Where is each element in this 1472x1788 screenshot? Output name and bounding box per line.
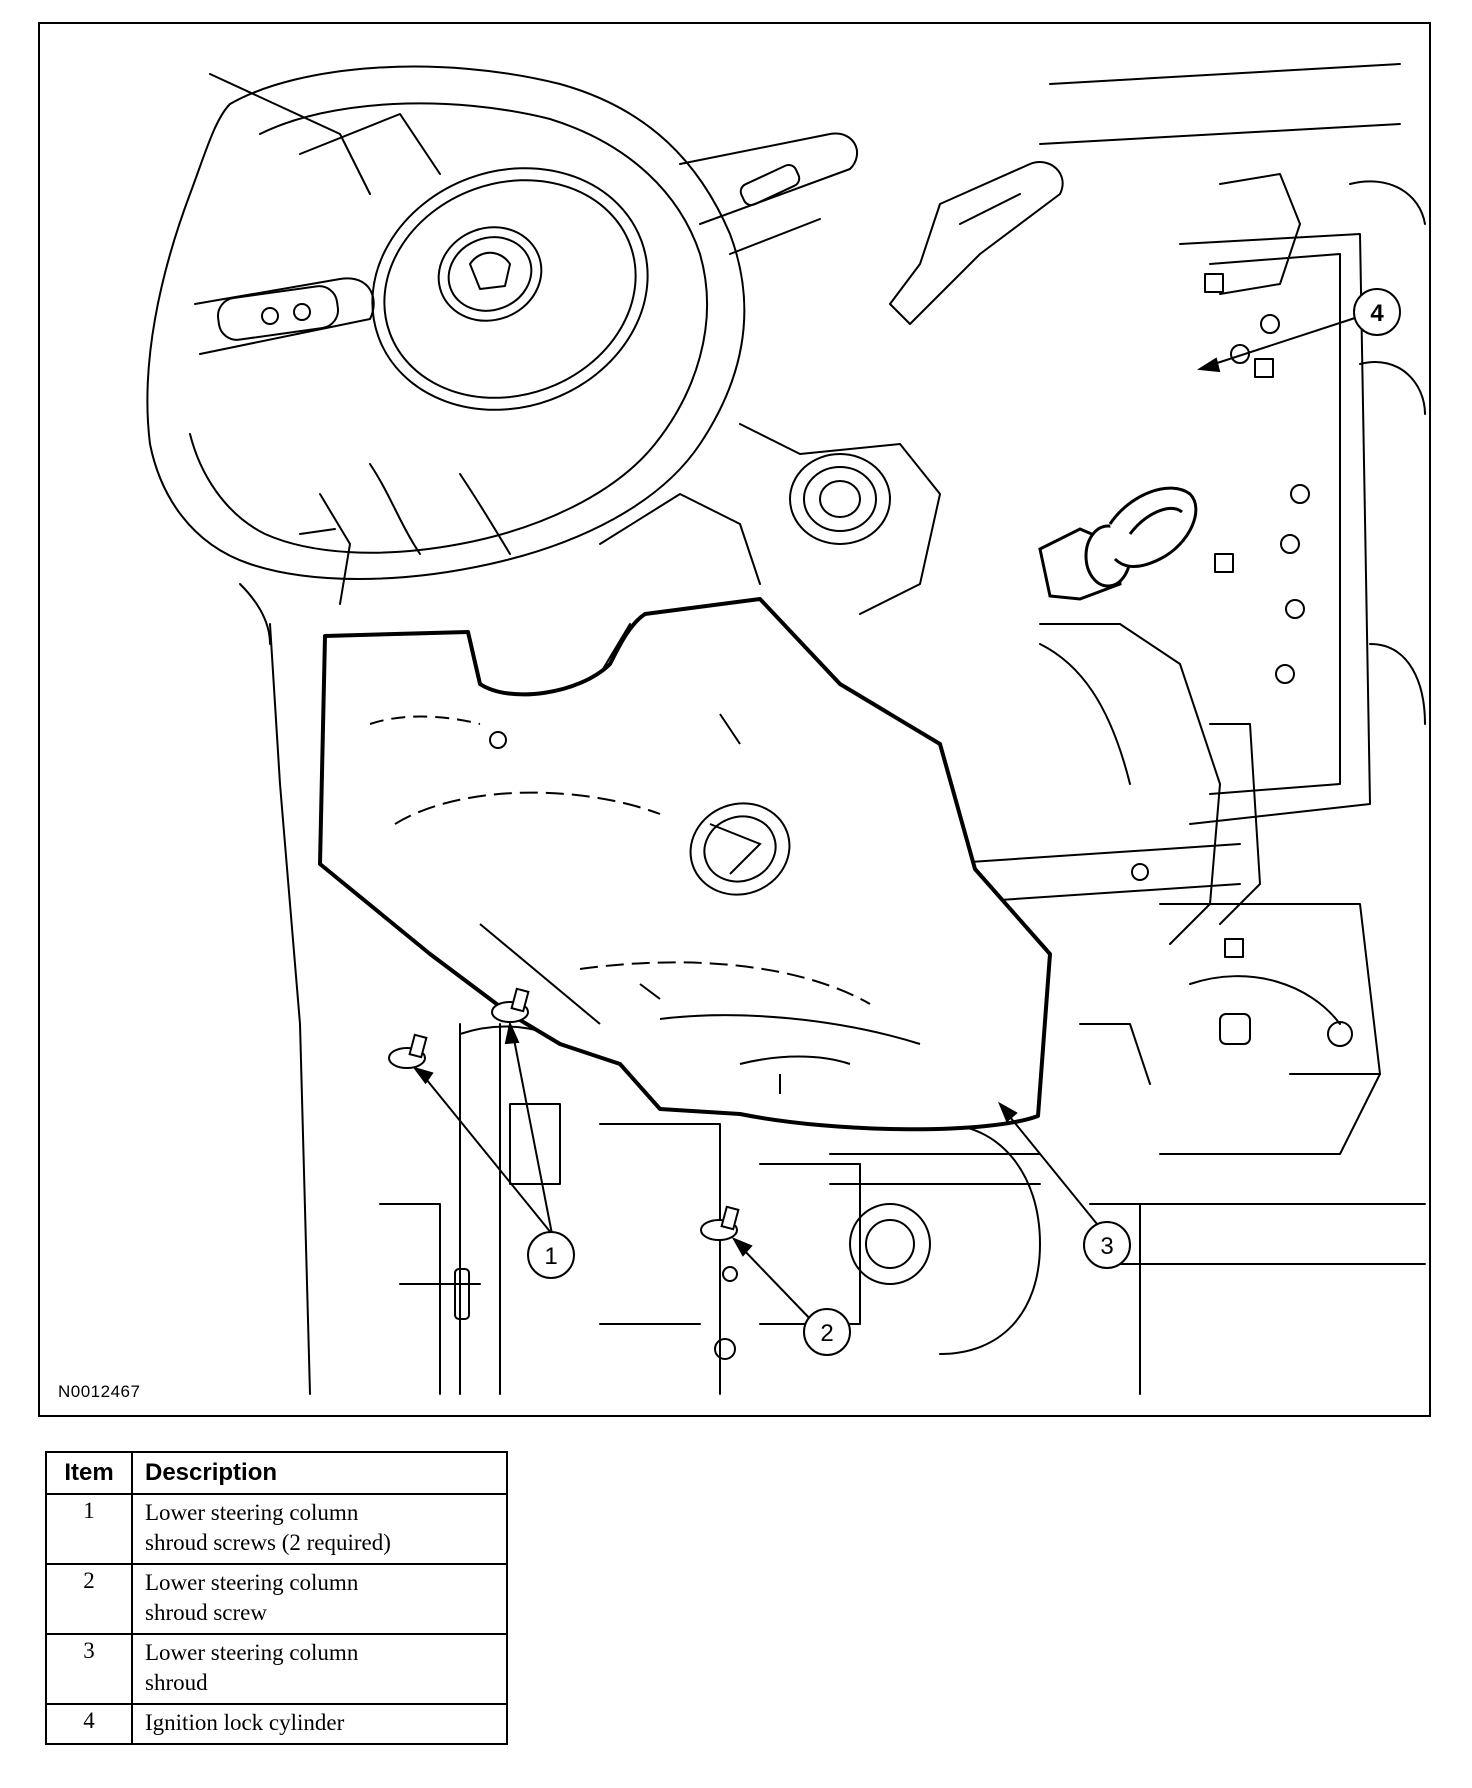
table-row: 1 Lower steering column shroud screws (2…	[45, 1493, 508, 1565]
steering-wheel-rim	[146, 65, 746, 580]
table-row: 3 Lower steering column shroud	[45, 1633, 508, 1705]
callout-circle-1	[527, 1231, 575, 1279]
screw-item-1a	[388, 1033, 428, 1069]
legend-header-row: Item Description	[45, 1451, 508, 1495]
clockspring	[789, 453, 891, 545]
callout-2: 2	[820, 1320, 833, 1347]
pony-emblem	[437, 226, 543, 322]
callout-3: 3	[1100, 1233, 1113, 1260]
item-number: 2	[45, 1563, 133, 1635]
multifunction-switch	[889, 161, 1064, 325]
leader-line-2	[739, 1245, 816, 1325]
leader-line-1a	[421, 1073, 553, 1235]
item-number: 1	[45, 1493, 133, 1565]
screw-item-2	[700, 1205, 740, 1241]
airbag-cover	[371, 167, 649, 411]
header-description: Description	[131, 1451, 508, 1495]
table-row: 2 Lower steering column shroud screw	[45, 1563, 508, 1635]
item-description: Lower steering column shroud	[131, 1633, 508, 1705]
ignition-hole	[689, 802, 791, 896]
leader-line-3	[1005, 1111, 1098, 1225]
legend-table: Item Description 1 Lower steering column…	[45, 1451, 508, 1745]
item-number: 3	[45, 1633, 133, 1705]
screw-item-1b	[491, 987, 530, 1023]
item-description: Lower steering column shroud screw	[131, 1563, 508, 1635]
figure-frame: 1 2 3 4 N0012467	[38, 22, 1431, 1417]
leader-line-1b	[511, 1028, 553, 1235]
item-description: Ignition lock cylinder	[131, 1703, 508, 1745]
table-row: 4 Ignition lock cylinder	[45, 1703, 508, 1745]
callout-1: 1	[544, 1243, 557, 1270]
lower-steering-column-shroud	[318, 597, 1052, 1132]
callout-4: 4	[1370, 300, 1384, 327]
callout-circle-2	[803, 1308, 851, 1356]
item-description: Lower steering column shroud screws (2 r…	[131, 1493, 508, 1565]
ignition-lock-cylinder	[1038, 486, 1198, 601]
callout-circle-3	[1083, 1221, 1131, 1269]
leader-line-4	[1207, 316, 1359, 367]
exploded-view-illustration: 1 2 3 4	[146, 63, 1426, 1395]
header-item: Item	[45, 1451, 133, 1495]
callout-circle-4	[1353, 288, 1401, 336]
item-number: 4	[45, 1703, 133, 1745]
figure-id: N0012467	[58, 1382, 141, 1401]
